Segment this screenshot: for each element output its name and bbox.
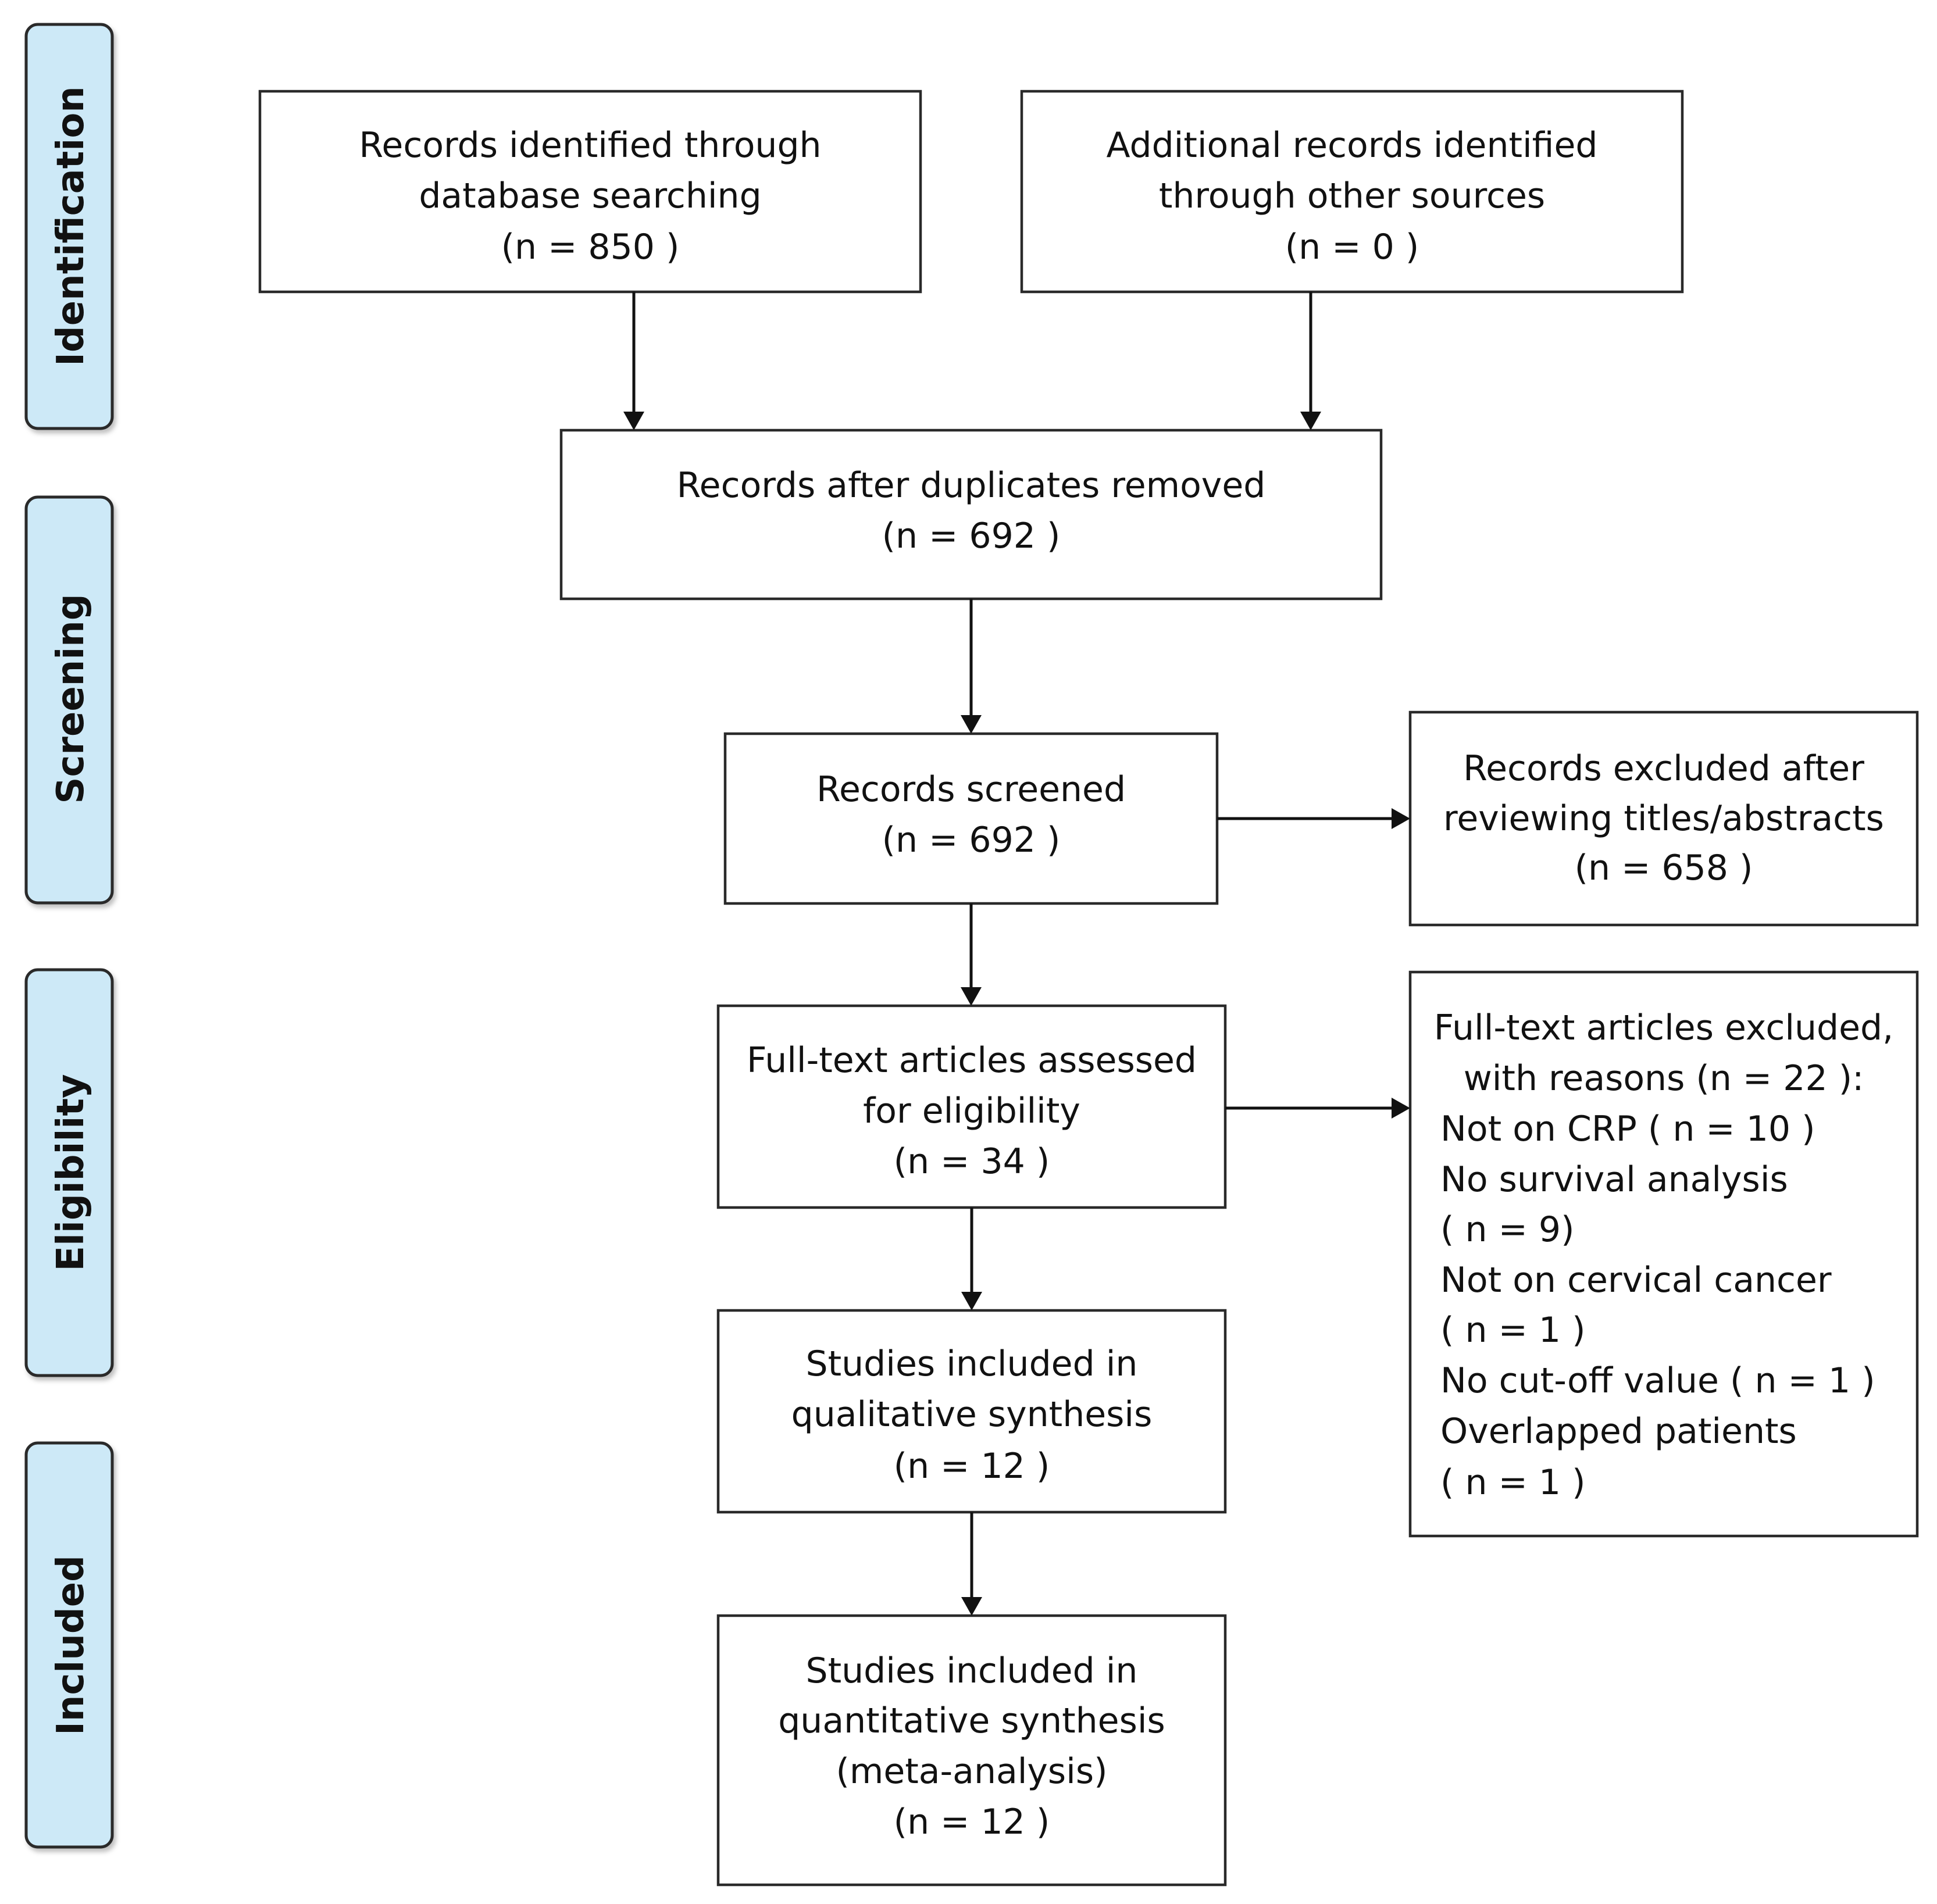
box-records-screened: Records screened (n = 692 ) — [723, 732, 1219, 905]
box-assessed-line-1: Full-text articles assessed — [747, 1040, 1197, 1081]
box-quantitative-synthesis: Studies included in quantitative synthes… — [716, 1614, 1227, 1887]
box-duplicates-line-1: Records after duplicates removed — [677, 465, 1266, 506]
box-quantitative-line-2: quantitative synthesis — [778, 1701, 1165, 1741]
box-screened-line-2: (n = 692 ) — [882, 820, 1061, 860]
box-other-sources-line-2: through other sources — [1159, 176, 1545, 216]
box-fulltext-excluded-header-1: Full-text articles excluded, — [1434, 1008, 1893, 1048]
box-quantitative-line-4: (n = 12 ) — [894, 1802, 1050, 1842]
phase-label-included: Included — [49, 1555, 92, 1735]
box-database-line-2: database searching — [419, 176, 761, 216]
arrow-other-to-duplicates — [1300, 292, 1321, 430]
exclusion-reason: Overlapped patients — [1440, 1411, 1797, 1452]
exclusion-reason: No cut-off value ( n = 1 ) — [1440, 1360, 1875, 1401]
arrow-assessed-to-fulltext-excluded — [1225, 1098, 1410, 1119]
exclusion-reason: ( n = 1 ) — [1440, 1462, 1586, 1503]
box-fulltext-excluded-header-2: with reasons (n = 22 ): — [1464, 1058, 1864, 1099]
box-qualitative-line-2: qualitative synthesis — [791, 1394, 1153, 1435]
box-database-line-1: Records identified through — [359, 125, 821, 166]
box-duplicates-line-2: (n = 692 ) — [882, 516, 1061, 556]
phase-label-eligibility: Eligibility — [49, 1074, 92, 1271]
exclusion-reason: ( n = 9) — [1440, 1209, 1575, 1250]
arrow-screened-to-excluded — [1217, 808, 1410, 829]
arrow-screened-to-assessed — [961, 903, 982, 1006]
arrow-database-to-duplicates — [623, 292, 644, 430]
box-qualitative-line-3: (n = 12 ) — [894, 1446, 1050, 1487]
box-other-sources-line-3: (n = 0 ) — [1285, 227, 1419, 267]
box-database-searching: Records identified through database sear… — [258, 90, 922, 294]
box-qualitative-line-1: Studies included in — [806, 1344, 1138, 1384]
phase-label-identification: Identification — [49, 86, 92, 366]
box-qualitative-synthesis: Studies included in qualitative synthesi… — [716, 1309, 1227, 1514]
box-other-sources: Additional records identified through ot… — [1020, 90, 1684, 294]
box-screened-line-1: Records screened — [816, 769, 1126, 810]
box-quantitative-line-3: (meta-analysis) — [836, 1751, 1107, 1792]
exclusion-reason: Not on cervical cancer — [1440, 1260, 1832, 1301]
box-assessed-line-2: for eligibility — [863, 1091, 1080, 1131]
phase-included: Included — [24, 1441, 114, 1849]
box-database-line-3: (n = 850 ) — [501, 227, 680, 267]
arrow-assessed-to-qualitative — [961, 1208, 982, 1310]
phase-eligibility: Eligibility — [24, 968, 114, 1377]
box-excluded-line-2: reviewing titles/abstracts — [1443, 798, 1884, 839]
exclusion-reason: Not on CRP ( n = 10 ) — [1440, 1109, 1815, 1149]
box-records-excluded: Records excluded after reviewing titles/… — [1408, 710, 1919, 927]
phase-label-screening: Screening — [49, 594, 92, 803]
arrow-duplicates-to-screened — [961, 599, 982, 734]
arrow-qualitative-to-quantitative — [961, 1512, 982, 1616]
box-assessed-line-3: (n = 34 ) — [894, 1141, 1050, 1182]
phase-identification: Identification — [24, 23, 114, 430]
box-other-sources-line-1: Additional records identified — [1107, 125, 1598, 166]
box-excluded-line-1: Records excluded after — [1463, 748, 1864, 789]
phase-screening: Screening — [24, 495, 114, 905]
exclusion-reason: ( n = 1 ) — [1440, 1310, 1586, 1351]
box-fulltext-assessed: Full-text articles assessed for eligibil… — [716, 1004, 1227, 1209]
box-excluded-line-3: (n = 658 ) — [1575, 848, 1753, 888]
box-fulltext-excluded: Full-text articles excluded, with reason… — [1408, 970, 1919, 1538]
box-quantitative-line-1: Studies included in — [806, 1651, 1138, 1691]
exclusion-reason: No survival analysis — [1440, 1159, 1788, 1200]
box-duplicates-removed: Records after duplicates removed (n = 69… — [559, 428, 1383, 601]
